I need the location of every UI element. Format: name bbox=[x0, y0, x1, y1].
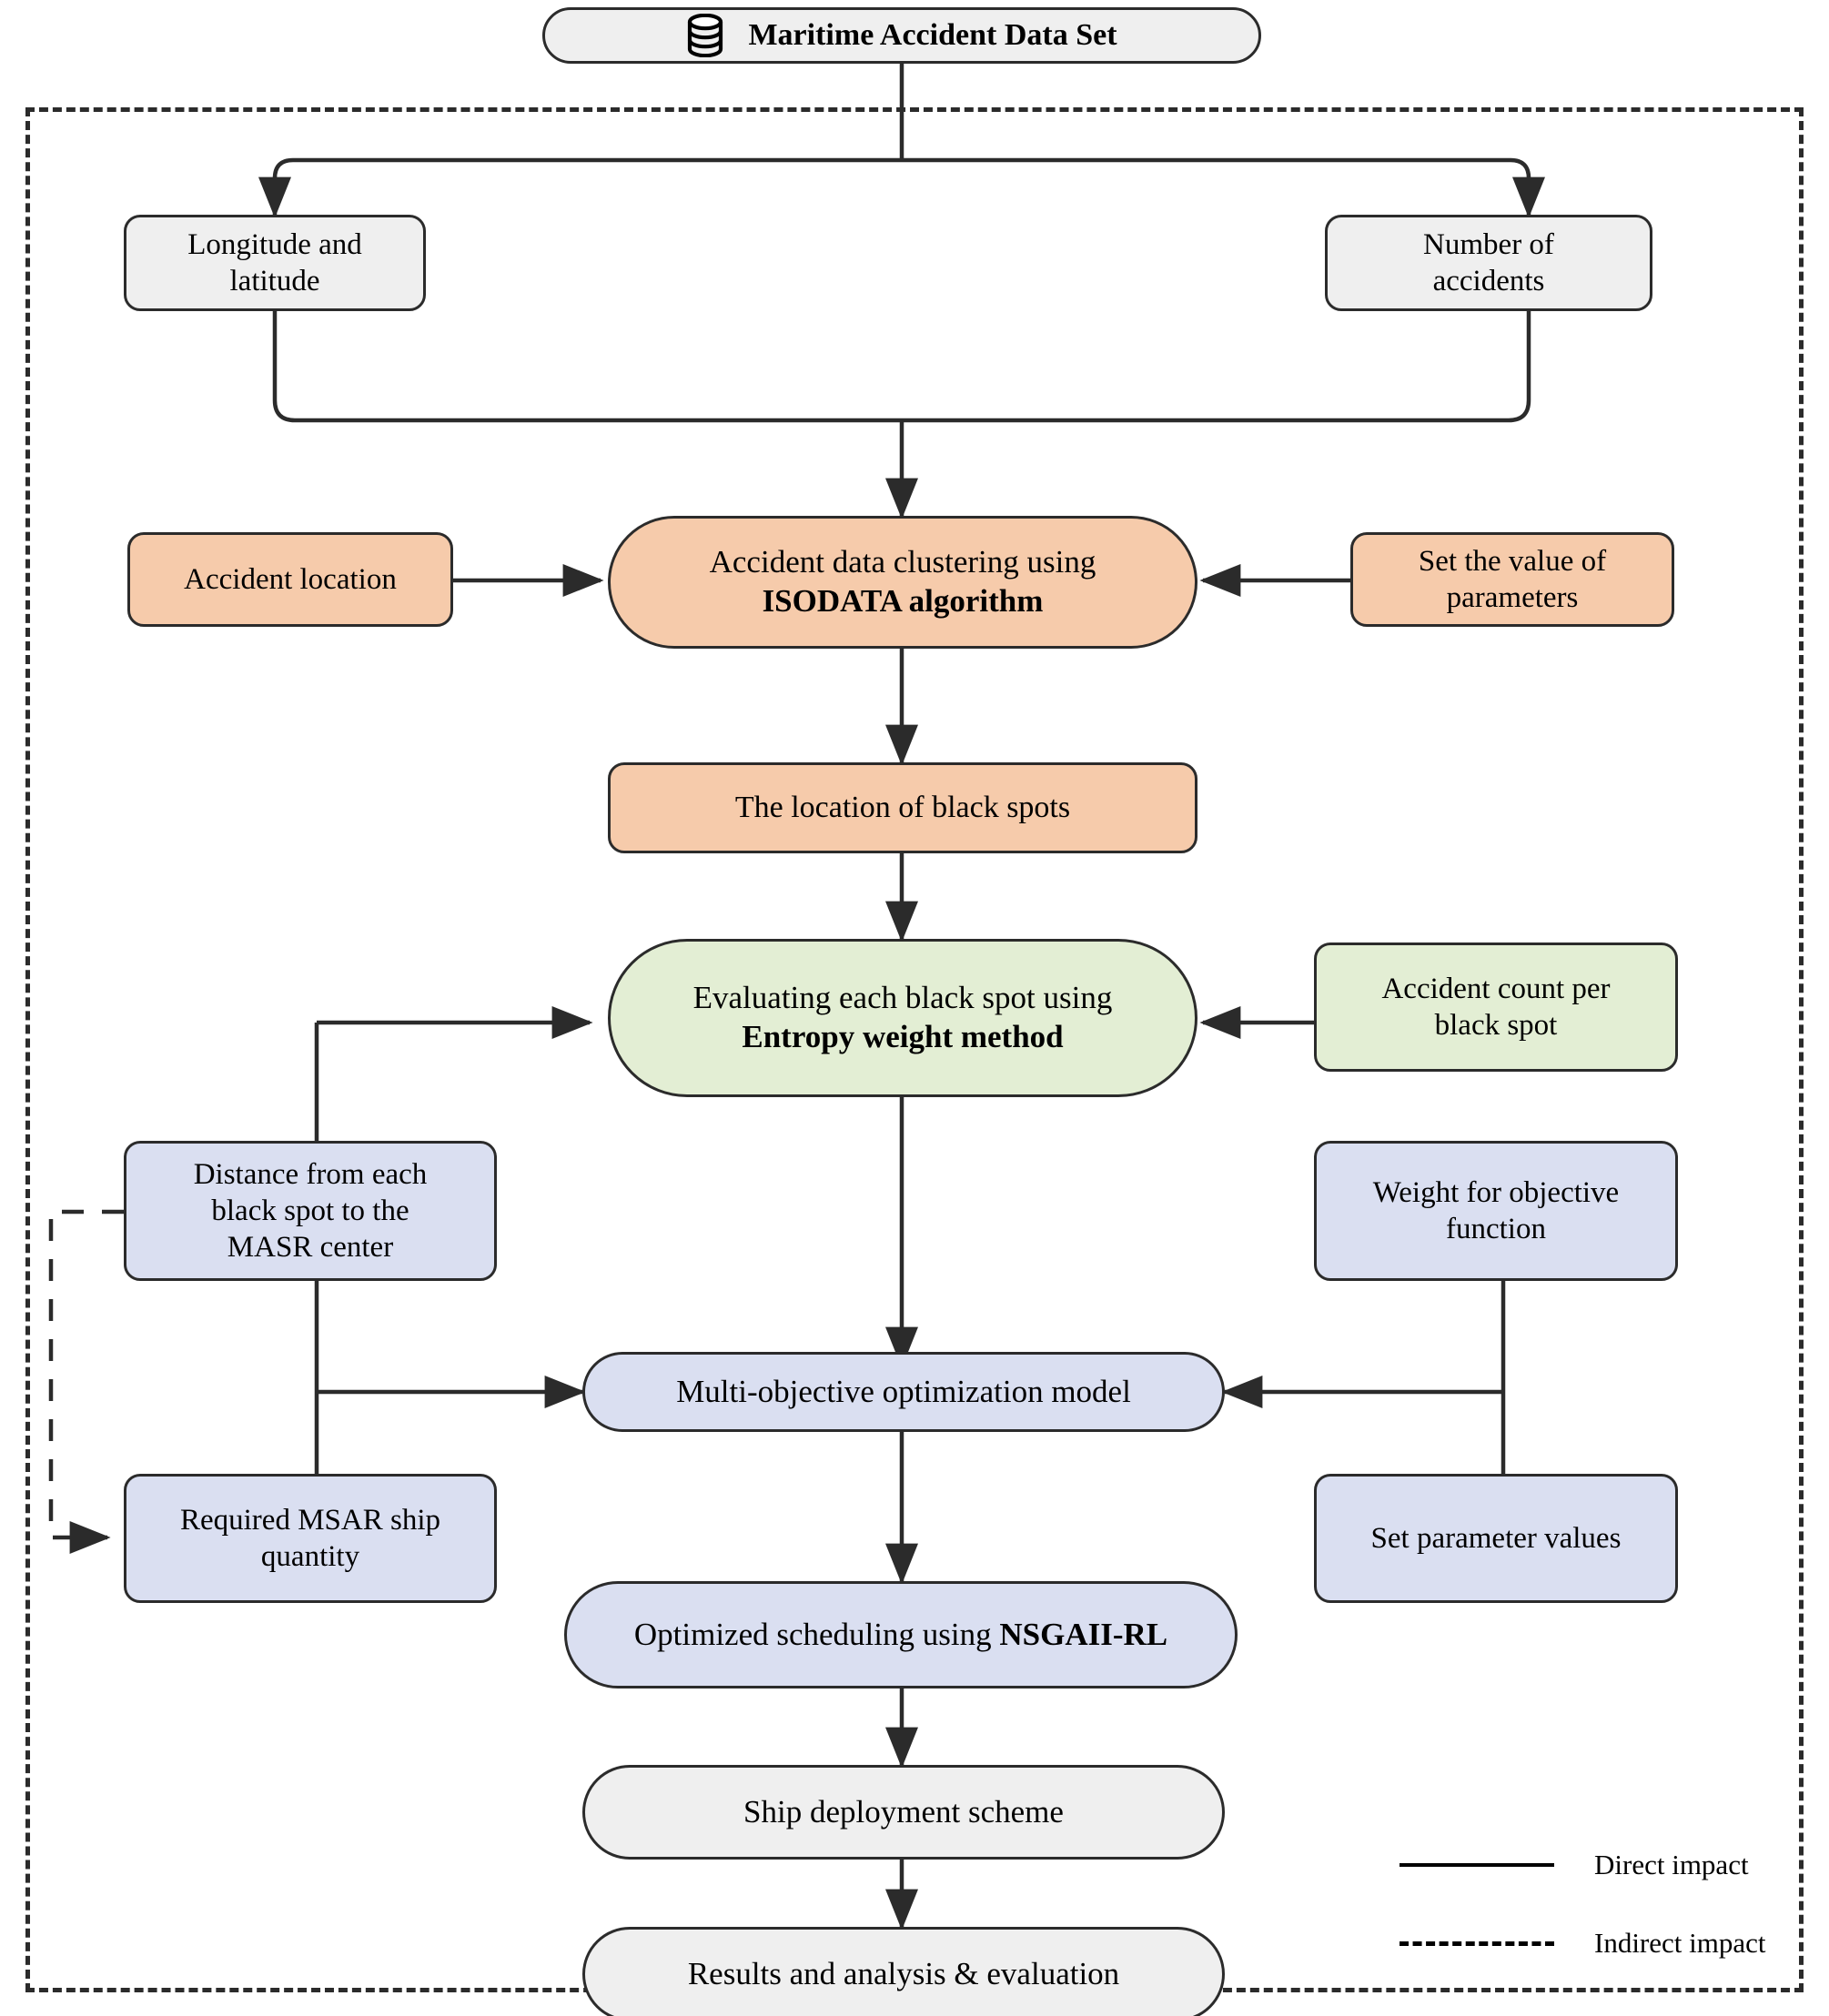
accidents-line1: Number of bbox=[1423, 227, 1554, 261]
entropy-line2: Entropy weight method bbox=[742, 1019, 1064, 1054]
multi-objective-label: Multi-objective optimization model bbox=[676, 1373, 1131, 1409]
node-maritime-accident-data-set[interactable]: Maritime Accident Data Set bbox=[542, 7, 1261, 64]
nsgaii-line1: Optimized scheduling using bbox=[633, 1616, 1000, 1652]
legend-indirect-label: Indirect impact bbox=[1594, 1927, 1766, 1959]
results-label: Results and analysis & evaluation bbox=[687, 1955, 1120, 1991]
nsgaii-line2: NSGAII-RL bbox=[999, 1616, 1168, 1652]
accidents-line2: accidents bbox=[1432, 265, 1545, 297]
distance-line2: black spot to the bbox=[211, 1194, 409, 1227]
longitude-line2: latitude bbox=[229, 265, 320, 297]
node-results-and-analysis[interactable]: Results and analysis & evaluation bbox=[582, 1927, 1225, 2016]
node-entropy-weight-method[interactable]: Evaluating each black spot using Entropy… bbox=[608, 939, 1197, 1097]
weight-line1: Weight for objective bbox=[1372, 1175, 1620, 1209]
isodata-line1: Accident data clustering using bbox=[709, 544, 1096, 580]
count-line1: Accident count per bbox=[1381, 972, 1611, 1005]
node-location-of-black-spots[interactable]: The location of black spots bbox=[608, 762, 1197, 853]
weight-line2: function bbox=[1446, 1213, 1546, 1245]
legend-indirect-impact: Indirect impact bbox=[1400, 1927, 1766, 1960]
distance-line1: Distance from each bbox=[193, 1157, 428, 1191]
node-optimized-scheduling-nsgaii-rl[interactable]: Optimized scheduling using NSGAII-RL bbox=[564, 1581, 1238, 1688]
dataset-title: Maritime Accident Data Set bbox=[748, 18, 1117, 53]
legend-direct-impact: Direct impact bbox=[1400, 1849, 1749, 1881]
longitude-line1: Longitude and bbox=[187, 227, 362, 261]
dashed-line-swatch bbox=[1400, 1940, 1554, 1946]
node-isodata-clustering[interactable]: Accident data clustering using ISODATA a… bbox=[608, 516, 1197, 649]
node-set-parameter-values[interactable]: Set parameter values bbox=[1314, 1474, 1678, 1603]
solid-line-swatch bbox=[1400, 1863, 1554, 1867]
set-value-line1: Set the value of bbox=[1418, 544, 1607, 578]
node-accident-count-per-black-spot[interactable]: Accident count per black spot bbox=[1314, 942, 1678, 1072]
node-distance-to-masr-center[interactable]: Distance from each black spot to the MAS… bbox=[124, 1141, 497, 1281]
node-ship-deployment-scheme[interactable]: Ship deployment scheme bbox=[582, 1765, 1225, 1860]
node-number-of-accidents[interactable]: Number of accidents bbox=[1325, 215, 1652, 311]
database-icon bbox=[688, 14, 723, 57]
isodata-line2: ISODATA algorithm bbox=[762, 583, 1044, 619]
node-multi-objective-optimization-model[interactable]: Multi-objective optimization model bbox=[582, 1352, 1225, 1432]
black-spots-label: The location of black spots bbox=[734, 791, 1071, 825]
accident-location-label: Accident location bbox=[184, 562, 397, 596]
ship-deployment-label: Ship deployment scheme bbox=[743, 1793, 1064, 1830]
required-line1: Required MSAR ship bbox=[179, 1503, 440, 1537]
legend-direct-label: Direct impact bbox=[1594, 1849, 1749, 1880]
node-required-msar-ship-quantity[interactable]: Required MSAR ship quantity bbox=[124, 1474, 497, 1603]
entropy-line1: Evaluating each black spot using bbox=[692, 980, 1113, 1016]
required-line2: quantity bbox=[260, 1540, 360, 1573]
distance-line3: MASR center bbox=[227, 1231, 394, 1265]
set-parameter-values-label: Set parameter values bbox=[1370, 1521, 1622, 1555]
count-line2: black spot bbox=[1434, 1009, 1558, 1042]
node-accident-location[interactable]: Accident location bbox=[127, 532, 453, 627]
node-weight-for-objective-function[interactable]: Weight for objective function bbox=[1314, 1141, 1678, 1281]
node-set-the-value-of-parameters[interactable]: Set the value of parameters bbox=[1350, 532, 1674, 627]
node-longitude-and-latitude[interactable]: Longitude and latitude bbox=[124, 215, 426, 311]
set-value-line2: parameters bbox=[1446, 581, 1579, 614]
